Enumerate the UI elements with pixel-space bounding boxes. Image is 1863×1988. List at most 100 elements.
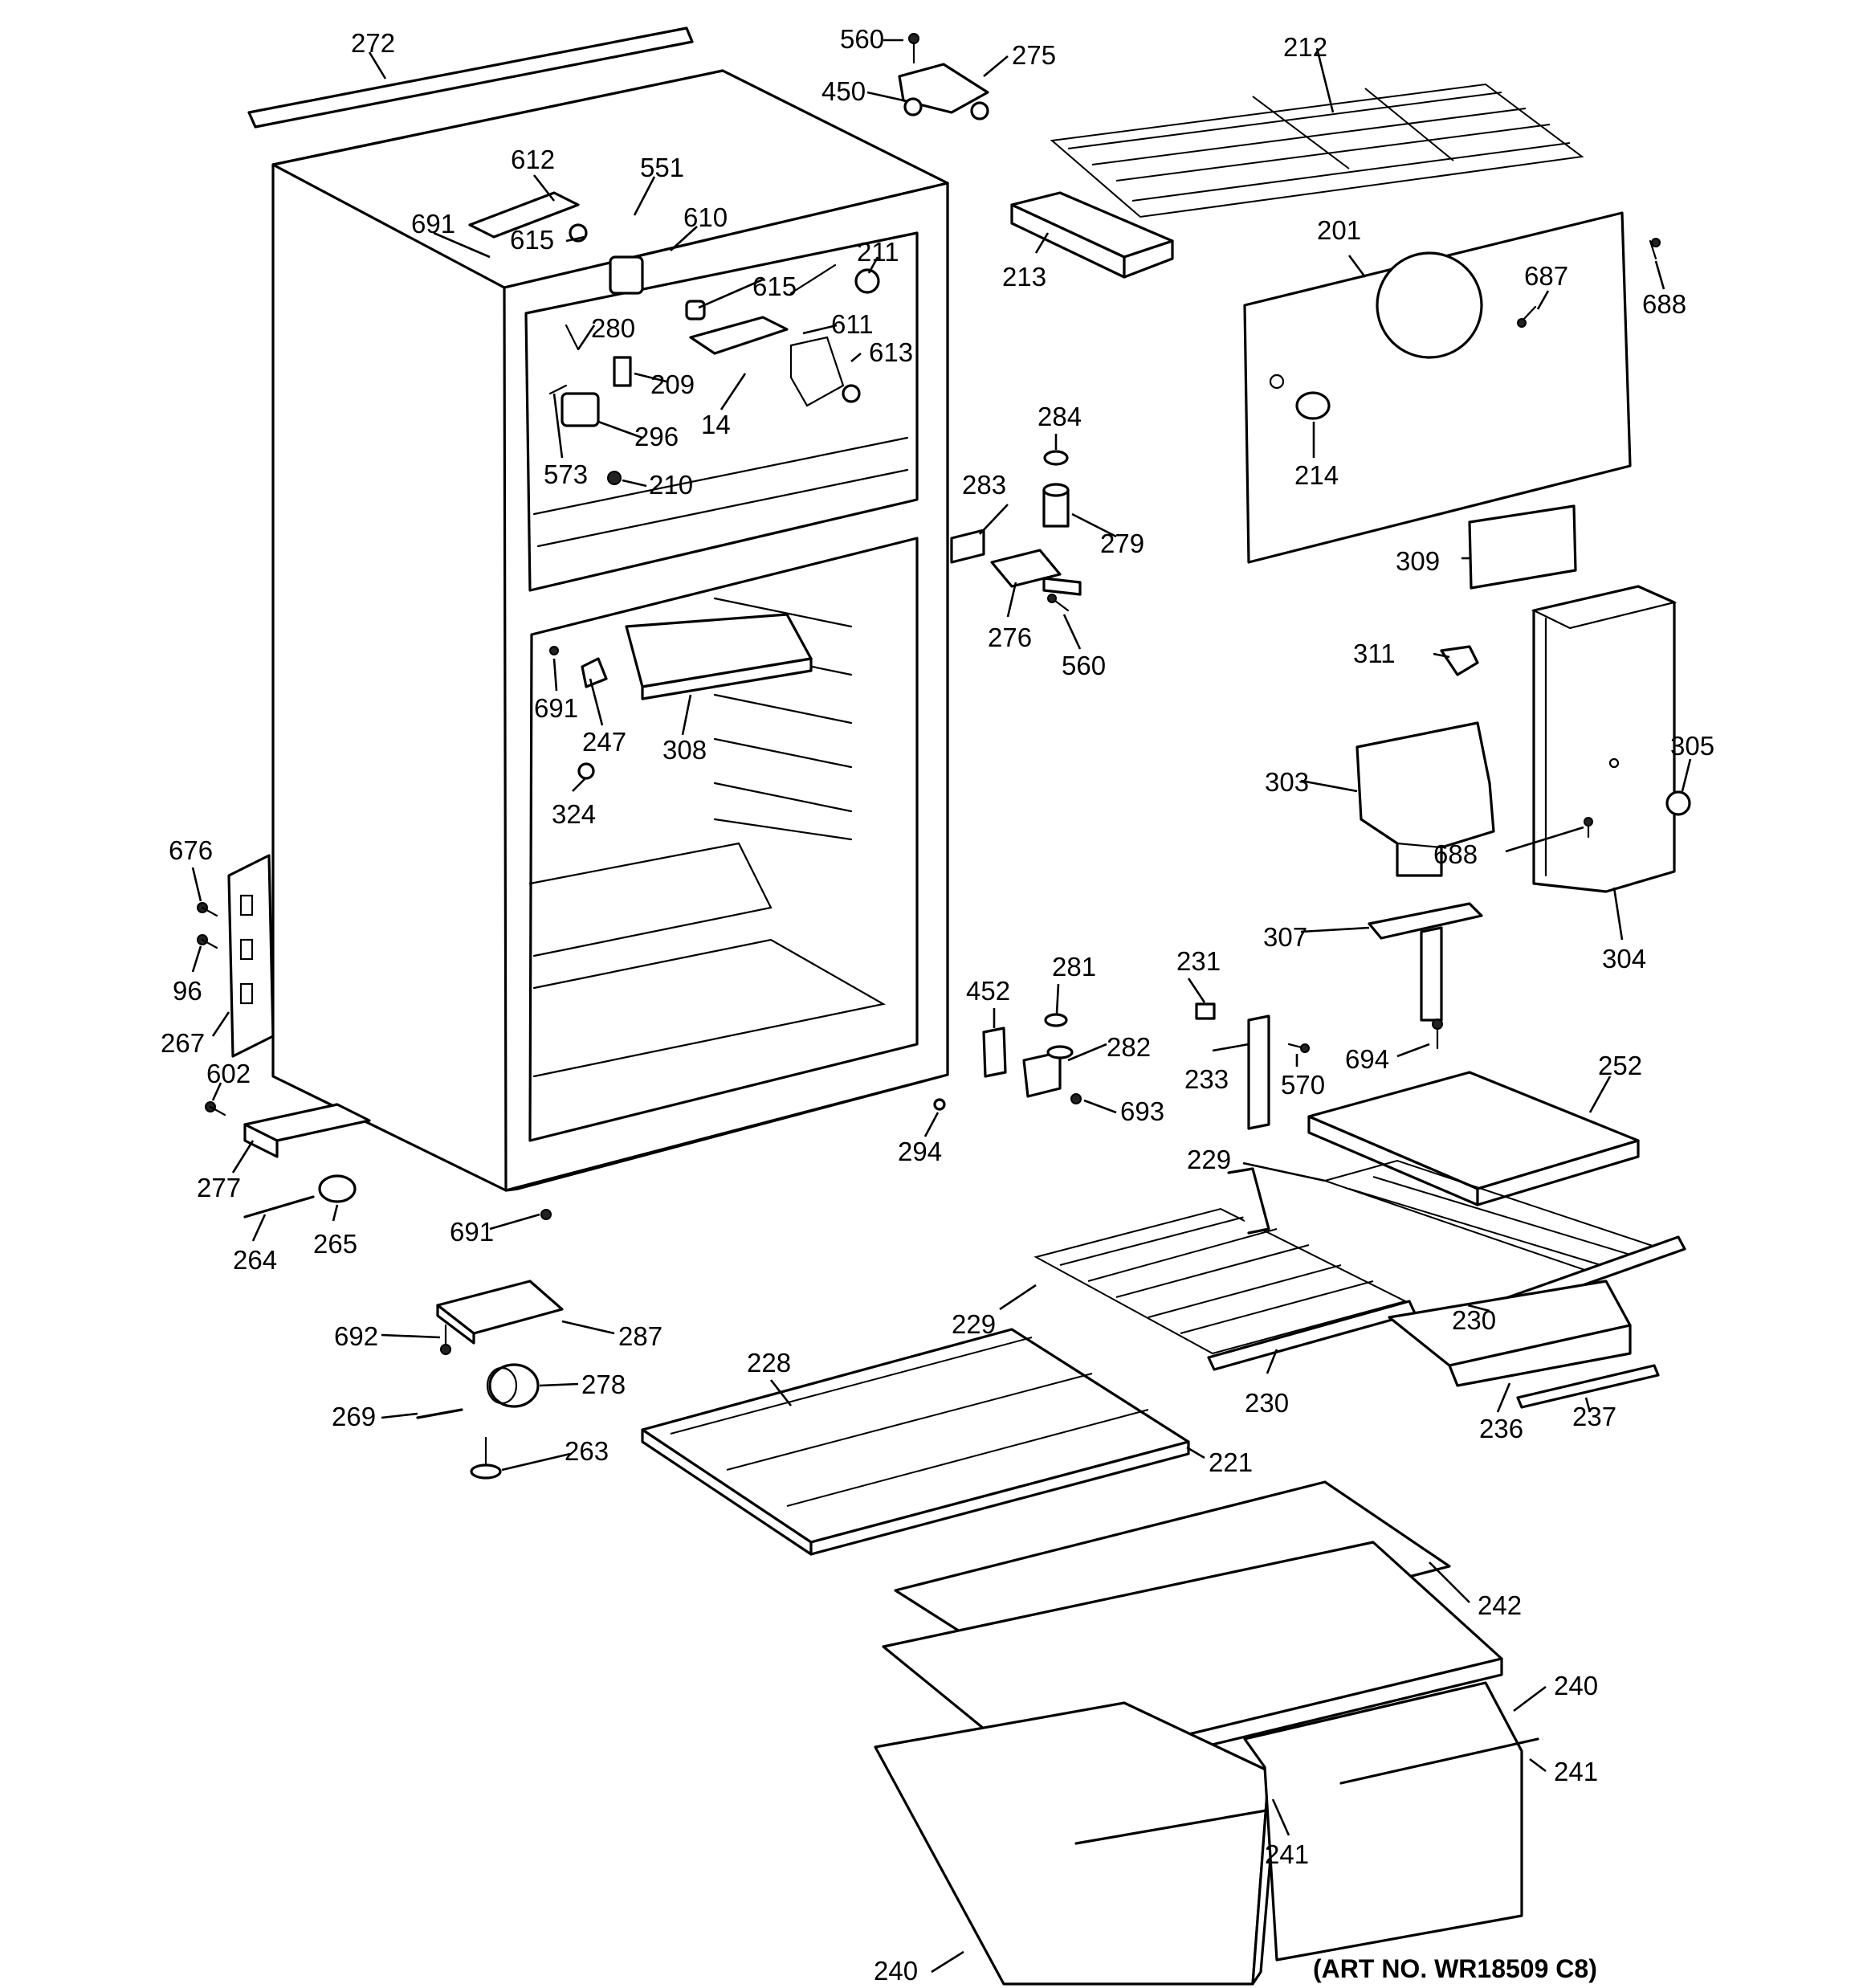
screw-688-top [1649, 238, 1661, 260]
callout-275: 275 [1012, 40, 1056, 70]
callout-277: 277 [197, 1173, 241, 1202]
screw-688-lower [1584, 817, 1593, 839]
callout-240: 240 [1554, 1671, 1598, 1700]
callout-233: 233 [1184, 1064, 1229, 1094]
callout-221: 221 [1209, 1447, 1253, 1477]
screw-691-bottom [540, 1209, 552, 1220]
screw-694 [1432, 1018, 1443, 1050]
bracket-277 [243, 1103, 371, 1158]
callout-294: 294 [898, 1137, 942, 1166]
callout-560: 560 [840, 24, 884, 54]
callout-602: 602 [206, 1059, 251, 1088]
art-number: (ART NO. WR18509 C8) [1313, 1954, 1597, 1983]
callout-691: 691 [411, 209, 455, 239]
callout-615: 615 [510, 225, 554, 255]
callout-201: 201 [1317, 215, 1361, 245]
crisper-drawer-left-240 [874, 1701, 1286, 1986]
washer-281 [1044, 1013, 1068, 1027]
leader-lines [191, 39, 1692, 1974]
callout-304: 304 [1602, 944, 1646, 974]
callout-283: 283 [962, 470, 1006, 500]
callout-691: 691 [534, 693, 578, 723]
left-bracket-267 [227, 854, 275, 1058]
knob-305 [1665, 790, 1691, 816]
callout-14: 14 [701, 410, 731, 439]
label-309 [1468, 504, 1577, 590]
cabinet [271, 69, 949, 1192]
callout-450: 450 [821, 76, 866, 106]
callout-610: 610 [683, 202, 728, 232]
screw-570 [1287, 1043, 1310, 1053]
callout-282: 282 [1107, 1032, 1151, 1062]
callout-551: 551 [640, 153, 684, 182]
callout-688: 688 [1433, 839, 1478, 869]
rail-233 [1247, 1014, 1270, 1130]
roller-265 [318, 1174, 357, 1203]
hinge-282 [1022, 1045, 1074, 1098]
callout-279: 279 [1100, 529, 1144, 558]
callout-263: 263 [565, 1436, 609, 1466]
callout-676: 676 [169, 835, 213, 865]
fresh-food-small-parts [549, 613, 813, 780]
callout-96: 96 [173, 976, 202, 1006]
callout-212: 212 [1283, 32, 1327, 62]
callout-612: 612 [511, 145, 555, 174]
top-strip-272 [247, 27, 694, 129]
ice-tray-213 [1010, 191, 1174, 279]
callout-693: 693 [1120, 1096, 1164, 1126]
callout-211: 211 [857, 237, 899, 267]
callout-615: 615 [752, 271, 797, 301]
shelf-support-230-left [1207, 1300, 1417, 1371]
cam-311 [1440, 645, 1479, 676]
callout-240: 240 [874, 1956, 918, 1986]
callout-691: 691 [450, 1217, 494, 1247]
plug-294 [933, 1098, 946, 1111]
control-housing-304 [1531, 585, 1678, 893]
callout-276: 276 [988, 623, 1032, 652]
callout-241: 241 [1265, 1839, 1309, 1869]
callout-280: 280 [591, 313, 635, 343]
callout-692: 692 [334, 1321, 378, 1351]
callout-267: 267 [161, 1028, 205, 1058]
freezer-parts [468, 191, 880, 485]
callout-241: 241 [1554, 1757, 1598, 1786]
callout-324: 324 [552, 799, 596, 829]
callout-611: 611 [831, 309, 874, 339]
callout-687: 687 [1524, 261, 1568, 291]
top-hinge-275 [898, 33, 989, 120]
callout-688: 688 [1642, 289, 1686, 319]
leveling-leg-263 [470, 1436, 502, 1480]
roller-278 [486, 1363, 540, 1408]
callout-573: 573 [544, 459, 588, 489]
callout-242: 242 [1478, 1590, 1522, 1620]
callout-570: 570 [1281, 1070, 1325, 1100]
callout-265: 265 [313, 1229, 357, 1259]
callout-237: 237 [1572, 1402, 1616, 1431]
clip-231 [1195, 1002, 1216, 1020]
shelf-252 [1307, 1071, 1640, 1206]
leveler-bracket-287 [436, 1280, 564, 1345]
callout-229: 229 [1187, 1145, 1231, 1174]
callout-228: 228 [747, 1348, 791, 1378]
glass-shelf-228 [641, 1328, 1190, 1556]
callout-311: 311 [1353, 639, 1396, 668]
hinge-pin-279 [1042, 483, 1070, 528]
callout-210: 210 [649, 470, 693, 500]
callout-labels: 272 560 275 450 212 612 551 691 615 610 … [161, 24, 1714, 1986]
callout-287: 287 [618, 1321, 662, 1351]
trim-237 [1516, 1364, 1660, 1409]
axle-269 [416, 1408, 463, 1419]
callout-284: 284 [1037, 402, 1082, 431]
callout-281: 281 [1052, 952, 1096, 982]
shelf-229-lower [1033, 1167, 1408, 1355]
screw-687 [1517, 305, 1537, 328]
callout-252: 252 [1598, 1051, 1642, 1080]
screw-602 [205, 1101, 226, 1116]
screw-560-lower [1047, 594, 1070, 612]
screw-676 [197, 902, 218, 917]
spacer-452 [982, 1027, 1007, 1078]
screw-692 [440, 1324, 451, 1355]
callout-613: 613 [869, 337, 913, 367]
callout-452: 452 [966, 976, 1010, 1006]
callout-309: 309 [1396, 546, 1440, 576]
